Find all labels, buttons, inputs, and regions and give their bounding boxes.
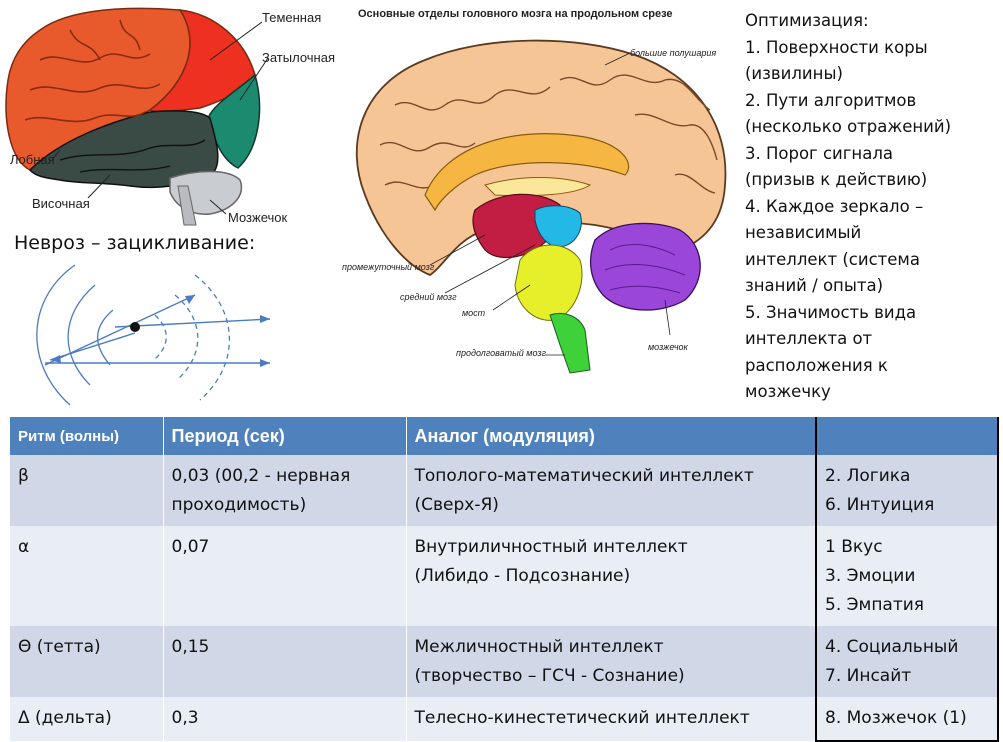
- optimization-line: 3. Порог сигнала: [745, 143, 893, 163]
- cell-line: проходимость): [171, 495, 307, 515]
- optimization-line: (призыв к действию): [745, 170, 928, 189]
- cell-line: 8. Мозжечок (1): [825, 708, 967, 728]
- rhythm-table: Ритм (волны) Период (сек) Аналог (модуля…: [10, 417, 999, 742]
- cell-period: 0,03 (00,2 - нервная проходимость): [163, 455, 407, 526]
- cell-extra: 1 Вкус 3. Эмоции 5. Эмпатия: [815, 526, 999, 626]
- cell-extra: 4. Социальный 7. Инсайт: [815, 626, 999, 697]
- label-diencephalon: промежуточный мозг: [342, 262, 435, 272]
- header-analog: Аналог (модуляция): [406, 417, 817, 455]
- cell-line: (Либидо - Подсознание): [414, 566, 631, 586]
- table-row: Θ (тетта) 0,15 Межличностный интеллект (…: [10, 626, 999, 697]
- cell-line: 0,03 (00,2 - нервная: [171, 466, 351, 486]
- cell-analog: Тополого-математический интеллект (Сверх…: [406, 455, 817, 526]
- cell-analog: Внутриличностный интеллект (Либидо - Под…: [406, 526, 817, 626]
- optimization-line: 5. Значимость вида: [745, 302, 917, 322]
- cell-period: 0,15: [163, 626, 407, 697]
- table-row: Δ (дельта) 0,3 Телесно-кинестетический и…: [10, 697, 999, 742]
- brain-section-title: Основные отделы головного мозга на продо…: [358, 8, 673, 20]
- cell-period: 0,3: [163, 697, 407, 741]
- cell-line: (творчество – ГСЧ - Сознание): [414, 666, 685, 686]
- cell-line: 1 Вкус: [825, 537, 883, 557]
- label-cerebellum: Мозжечок: [228, 210, 288, 225]
- neurosis-title: Невроз – зацикливание:: [14, 232, 256, 254]
- header-extra: [815, 417, 999, 455]
- optimization-line: интеллект (система: [745, 249, 920, 269]
- cell-line: 0,3: [171, 708, 199, 728]
- optimization-line: Оптимизация:: [745, 11, 869, 30]
- cell-period: 0,07: [163, 526, 407, 626]
- optimization-line: 4. Каждое зеркало –: [745, 196, 924, 216]
- cell-line: 7. Инсайт: [825, 666, 912, 686]
- cell-extra: 8. Мозжечок (1): [815, 697, 999, 742]
- label-medulla: продолговатый мозг: [456, 348, 546, 358]
- brain-lateral-figure: [5, 7, 269, 226]
- optimization-line: расположения к: [745, 355, 888, 375]
- cell-line: 6. Интуиция: [825, 495, 935, 515]
- optimization-list: Оптимизация: 1. Поверхности коры (извили…: [745, 8, 1003, 406]
- cell-analog: Телесно-кинестетический интеллект: [406, 697, 817, 741]
- label-parietal: Теменная: [262, 10, 322, 25]
- neurosis-loop-diagram: [36, 264, 271, 406]
- cell-rhythm: β: [10, 455, 164, 526]
- cell-extra: 2. Логика 6. Интуиция: [815, 455, 999, 526]
- cell-line: 2. Логика: [825, 466, 911, 486]
- header-rhythm: Ритм (волны): [10, 417, 164, 455]
- label-hemispheres: большие полушария: [630, 48, 717, 58]
- cell-rhythm: Θ (тетта): [10, 626, 164, 697]
- cell-line: 5. Эмпатия: [825, 595, 925, 615]
- table-row: α 0,07 Внутриличностный интеллект (Либид…: [10, 526, 999, 626]
- cell-line: 3. Эмоции: [825, 566, 916, 586]
- label-cerebellum-section: мозжечок: [648, 342, 688, 352]
- cell-line: (Сверх-Я): [414, 495, 499, 515]
- optimization-line: (извилины): [745, 64, 843, 83]
- table-header-row: Ритм (волны) Период (сек) Аналог (модуля…: [10, 417, 999, 455]
- optimization-line: интеллекта от: [745, 329, 873, 348]
- label-temporal: Височная: [32, 196, 90, 211]
- label-frontal: Лобная: [10, 152, 55, 167]
- cell-line: Тополого-математический интеллект: [414, 466, 754, 486]
- label-pons: мост: [462, 308, 486, 318]
- brain-sagittal-figure: [355, 39, 727, 374]
- cell-line: Внутриличностный интеллект: [414, 537, 688, 557]
- cell-analog: Межличностный интеллект (творчество – ГС…: [406, 626, 817, 697]
- cell-rhythm: Δ (дельта): [10, 697, 164, 741]
- cell-line: 0,07: [171, 537, 210, 557]
- cell-line: Межличностный интеллект: [414, 637, 664, 657]
- cell-line: 0,15: [171, 637, 210, 657]
- optimization-line: 1. Поверхности коры: [745, 37, 928, 57]
- optimization-line: 2. Пути алгоритмов: [745, 90, 917, 110]
- cell-line: Телесно-кинестетический интеллект: [414, 708, 750, 728]
- header-period: Период (сек): [163, 417, 407, 455]
- optimization-line: знаний / опыта): [745, 276, 884, 295]
- label-midbrain: средний мозг: [400, 292, 457, 302]
- cell-line: 4. Социальный: [825, 637, 959, 657]
- optimization-line: мозжечку: [745, 382, 831, 401]
- label-occipital: Затылочная: [262, 50, 335, 65]
- optimization-line: независимый: [745, 223, 862, 242]
- cell-rhythm: α: [10, 526, 164, 626]
- optimization-line: (несколько отражений): [745, 117, 952, 136]
- table-row: β 0,03 (00,2 - нервная проходимость) Топ…: [10, 455, 999, 526]
